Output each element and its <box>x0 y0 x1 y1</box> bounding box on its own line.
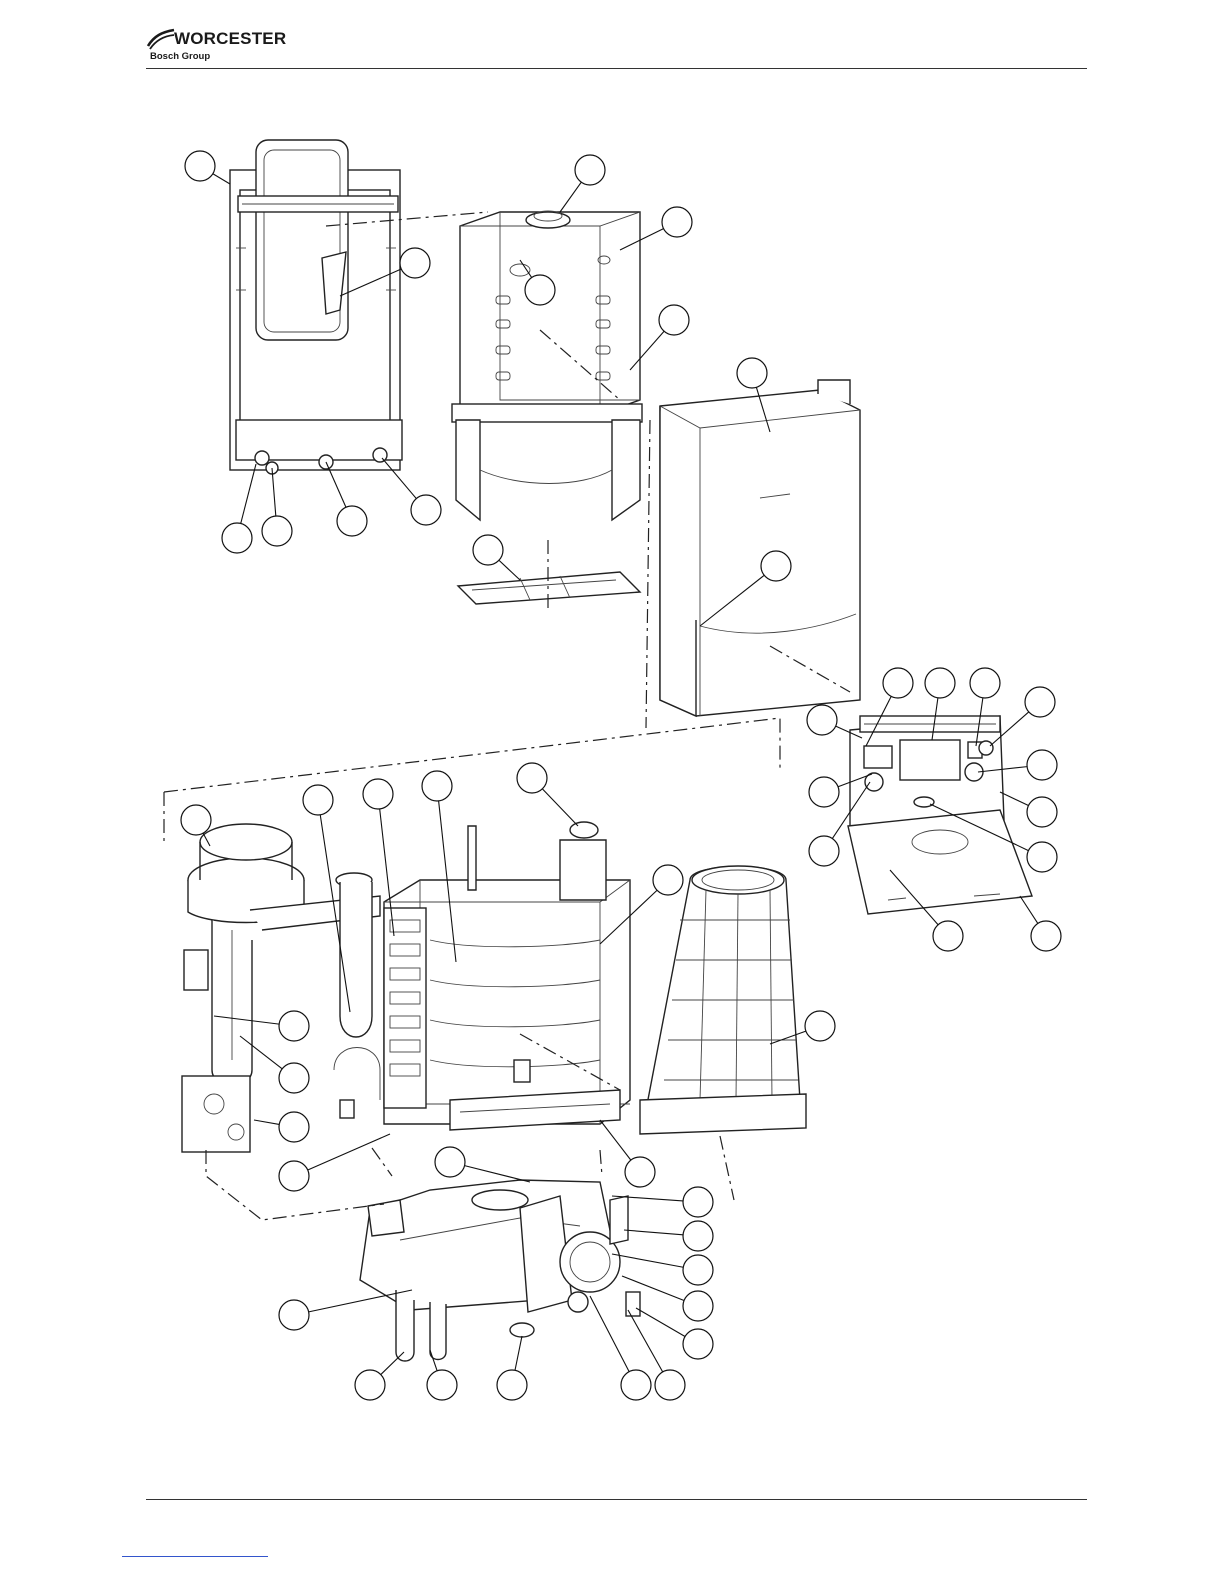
callout-circle-c28 <box>363 779 393 809</box>
hydraulic-block <box>360 1180 640 1361</box>
callout-circle-c6 <box>659 305 689 335</box>
callout-circle-c18 <box>807 705 837 735</box>
callout-circle-c23 <box>1027 842 1057 872</box>
callout-circle-c11 <box>411 495 441 525</box>
callout-circle-c17 <box>1025 687 1055 717</box>
callout-circle-c3 <box>662 207 692 237</box>
callout-circle-c39 <box>683 1187 713 1217</box>
callout-circle-c40 <box>683 1221 713 1251</box>
callout-leader-c37 <box>465 1166 530 1182</box>
callout-leader-c41 <box>612 1254 683 1267</box>
heat-exchanger <box>384 822 630 1130</box>
callout-circle-c22 <box>809 836 839 866</box>
callout-circle-c30 <box>517 763 547 793</box>
callout-circle-c21 <box>1027 797 1057 827</box>
callout-leader-c25 <box>1020 896 1038 923</box>
callout-leader-c9 <box>272 468 276 516</box>
callout-circle-c8 <box>222 523 252 553</box>
callout-circle-c12 <box>473 535 503 565</box>
callout-circle-c34 <box>279 1063 309 1093</box>
callout-leader-c43 <box>636 1308 685 1336</box>
callout-leader-c40 <box>624 1230 683 1235</box>
callout-circle-c45 <box>355 1370 385 1400</box>
callout-circle-c13 <box>761 551 791 581</box>
callout-leader-c45 <box>381 1352 404 1375</box>
callout-circle-c37 <box>435 1147 465 1177</box>
callout-circle-c35 <box>279 1112 309 1142</box>
callout-circle-c38 <box>625 1157 655 1187</box>
callout-circle-c15 <box>925 668 955 698</box>
callout-circle-c10 <box>337 506 367 536</box>
callout-leader-c8 <box>241 464 256 523</box>
callout-circle-c49 <box>655 1370 685 1400</box>
callout-leader-c47 <box>515 1336 522 1370</box>
callout-circle-c29 <box>422 771 452 801</box>
callout-circle-c36 <box>279 1161 309 1191</box>
callout-leader-c49 <box>628 1310 663 1372</box>
mounting-frame <box>230 140 402 474</box>
callout-leader-c48 <box>590 1296 629 1372</box>
callout-circle-c5 <box>525 275 555 305</box>
callout-leader-c21 <box>1000 792 1028 806</box>
callout-leader-c36 <box>308 1134 390 1170</box>
sump-panel <box>640 866 806 1134</box>
base-tray <box>458 572 640 604</box>
callout-leader-c1 <box>213 174 230 184</box>
callout-circle-c44 <box>279 1300 309 1330</box>
callout-leader-c12 <box>499 560 520 580</box>
callout-circle-c47 <box>497 1370 527 1400</box>
callout-circle-c4 <box>400 248 430 278</box>
callout-circle-c1 <box>185 151 215 181</box>
callout-circle-c25 <box>1031 921 1061 951</box>
callout-circle-c33 <box>279 1011 309 1041</box>
callout-circle-c42 <box>683 1291 713 1321</box>
callout-circle-c43 <box>683 1329 713 1359</box>
control-panel <box>848 716 1032 914</box>
callout-circle-c32 <box>805 1011 835 1041</box>
callout-circle-c19 <box>809 777 839 807</box>
front-cover <box>660 380 860 716</box>
callout-circle-c31 <box>653 865 683 895</box>
callout-circle-c41 <box>683 1255 713 1285</box>
callout-leader-c2 <box>560 182 581 212</box>
callout-leader-c38 <box>600 1120 631 1160</box>
callout-circle-c14 <box>883 668 913 698</box>
callout-circle-c27 <box>303 785 333 815</box>
inner-casing <box>452 211 642 520</box>
callout-circle-c16 <box>970 668 1000 698</box>
callout-circle-c48 <box>621 1370 651 1400</box>
callout-leader-c35 <box>254 1120 279 1124</box>
callout-circle-c2 <box>575 155 605 185</box>
callout-leader-c30 <box>542 789 578 826</box>
callout-circle-c26 <box>181 805 211 835</box>
callout-circle-c7 <box>737 358 767 388</box>
callout-circle-c20 <box>1027 750 1057 780</box>
callout-circle-c46 <box>427 1370 457 1400</box>
callout-circle-c24 <box>933 921 963 951</box>
callout-circle-c9 <box>262 516 292 546</box>
